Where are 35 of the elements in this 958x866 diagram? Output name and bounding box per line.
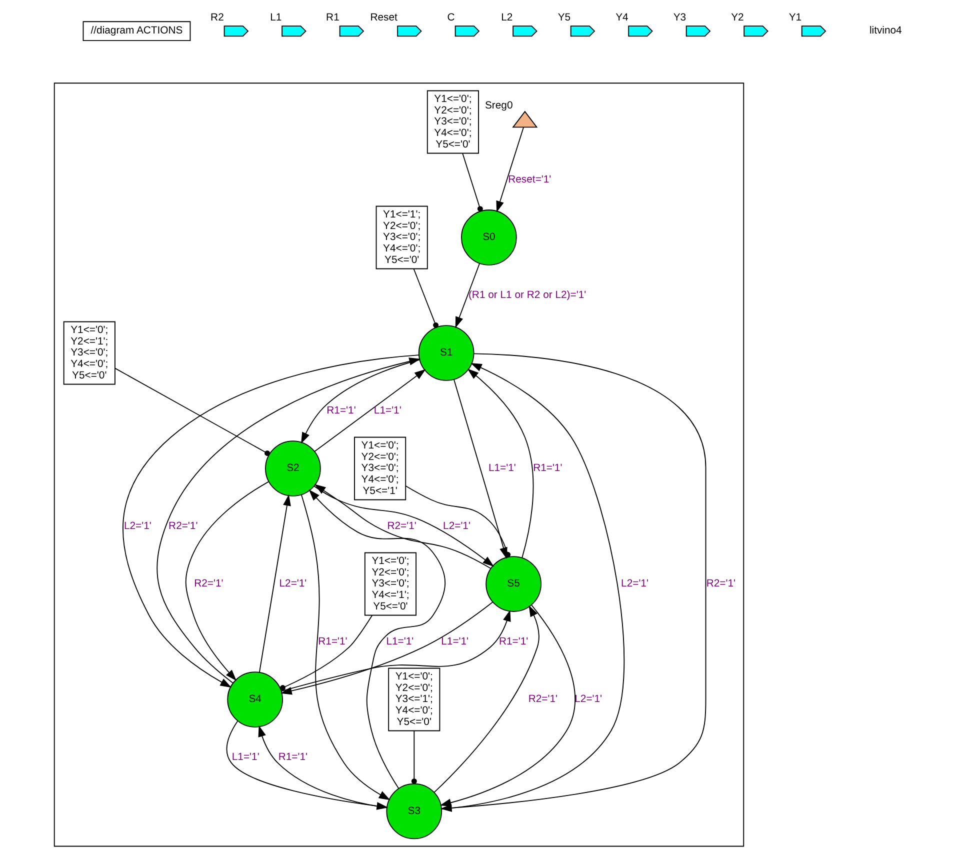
node-label: C <box>447 12 455 24</box>
node-label: L2 <box>501 12 513 24</box>
edge-label: R2='1' <box>168 520 198 532</box>
label: litvino4 <box>869 26 902 37</box>
edge-label: L1='1' <box>441 636 469 648</box>
edge-label: (R1 or L1 or R2 or L2)='1' <box>468 290 586 301</box>
edge-label: R2='1' <box>387 520 416 532</box>
edge-label: L1='1' <box>386 636 414 648</box>
edge-label: L2='1' <box>574 694 602 706</box>
edge-label: L1='1' <box>374 405 402 416</box>
node-label: Sreg0 <box>484 100 513 112</box>
node-label: Y3 <box>673 12 686 24</box>
node-label: Y2 <box>731 12 744 24</box>
edge-label: L2='1' <box>443 520 470 532</box>
node-label: R1 <box>326 12 340 24</box>
node-label: L1 <box>270 12 282 24</box>
node-label: Reset <box>370 12 398 24</box>
edge-label: R1='1' <box>318 636 348 648</box>
edge-label: L2='1' <box>124 520 152 532</box>
node-label: Y5 <box>558 12 571 24</box>
edge-label: L2='1' <box>279 578 307 590</box>
node-label: Y4 <box>616 12 628 24</box>
node-label: R2 <box>210 12 224 24</box>
edge-label: R2='1' <box>194 578 224 590</box>
edge-label: R1='1' <box>278 752 308 763</box>
edge-label: R1='1' <box>533 463 562 474</box>
edge-label: L2='1' <box>621 578 648 590</box>
edge-label: L1='1' <box>488 463 516 474</box>
edge-label: R2='1' <box>706 578 736 590</box>
node-label: Y1 <box>788 12 802 24</box>
edge-label: R1='1' <box>326 405 356 416</box>
edge-label: R2='1' <box>528 694 558 706</box>
edge-label: R1='1' <box>498 636 528 648</box>
edge-label: Reset='1' <box>508 174 552 186</box>
edge-label: L1='1' <box>232 752 260 763</box>
